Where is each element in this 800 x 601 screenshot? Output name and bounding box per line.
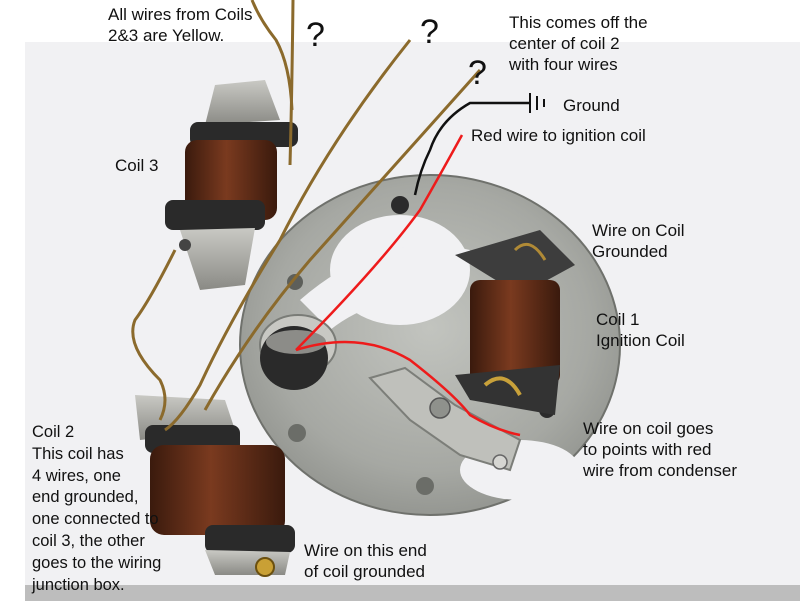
- label-all-wires-yellow: All wires from Coils 2&3 are Yellow.: [108, 5, 253, 45]
- question-mark-1: ?: [306, 16, 325, 54]
- red-wire: [295, 134, 521, 437]
- yellow-wires: [131, 0, 482, 432]
- coil-3: [165, 80, 298, 290]
- question-mark-3: ?: [468, 54, 487, 92]
- label-red-wire-to-ignition-coil: Red wire to ignition coil: [471, 126, 646, 145]
- contact-breaker-points: [368, 366, 522, 472]
- coil-2: [135, 395, 295, 577]
- label-wire-to-points: Wire on coil goes to points with red wir…: [583, 419, 738, 480]
- coil-1-ignition: [455, 230, 575, 415]
- label-wire-end-grounded: Wire on this end of coil grounded: [304, 541, 427, 581]
- label-coil-1-ignition-coil: Coil 1 Ignition Coil: [596, 310, 685, 350]
- label-ground: Ground: [563, 96, 620, 115]
- label-center-of-coil-2: This comes off the center of coil 2 with…: [509, 13, 648, 74]
- label-coil-3: Coil 3: [115, 156, 159, 175]
- label-wire-on-coil-grounded: Wire on Coil Grounded: [592, 221, 685, 261]
- black-ground-wire: [413, 101, 530, 196]
- ground-symbol-icon: [529, 93, 545, 113]
- label-coil-2-description: Coil 2 This coil has 4 wires, one end gr…: [32, 423, 162, 594]
- question-mark-2: ?: [420, 13, 439, 51]
- dark-bottom-strip: [25, 585, 800, 601]
